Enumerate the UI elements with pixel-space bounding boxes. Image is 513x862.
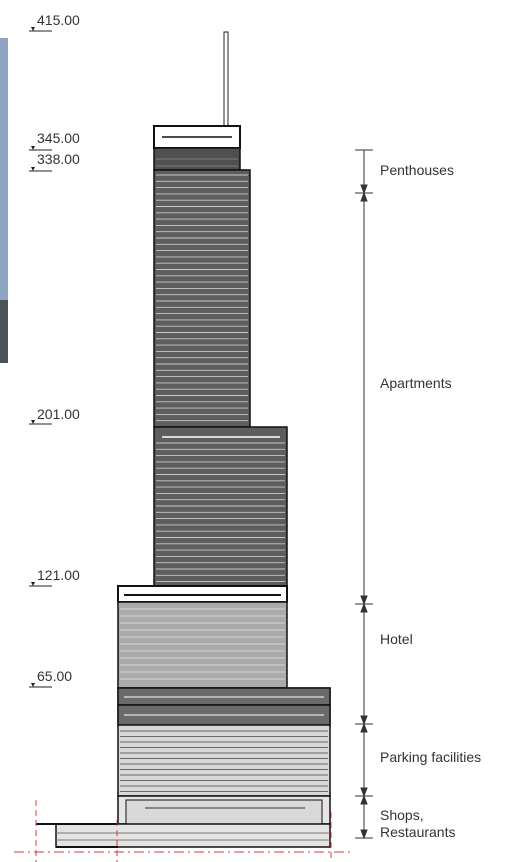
podium-base [55, 823, 331, 848]
elevation-markers: 415.00 345.00 338.00 201.00 121.00 65.00 [29, 12, 80, 688]
zone-labels: Penthouses Apartments Hotel Parking faci… [380, 162, 481, 840]
zone-label-shops: Shops, [380, 807, 424, 823]
elevation-label: 121.00 [37, 567, 80, 583]
ground-guides [14, 800, 350, 862]
penthouse-floor-lines [156, 158, 238, 167]
apartment-lower-floor-lines [156, 442, 285, 583]
zone-dimensions [355, 149, 373, 840]
shops-inner [125, 799, 323, 825]
elevation-label: 201.00 [37, 406, 80, 422]
tower-building [36, 31, 331, 848]
hotel-block [117, 601, 288, 689]
elevation-label: 415.00 [37, 12, 80, 28]
hotel-floor-lines [120, 608, 285, 680]
elevation-label: 345.00 [37, 130, 80, 146]
elevation-marker: 345.00 [29, 130, 80, 151]
elevation-marker: 121.00 [29, 567, 80, 587]
apartment-upper-block [153, 169, 251, 428]
parking-floor-lines [120, 730, 328, 792]
elevation-label: 65.00 [37, 668, 72, 684]
elevation-marker: 415.00 [29, 12, 80, 32]
elevation-marker: 65.00 [29, 668, 72, 688]
apartment-lower-block [153, 426, 288, 587]
photo-strip-ground [0, 300, 8, 363]
zone-label-parking: Parking facilities [380, 749, 481, 765]
photo-strip [0, 38, 8, 363]
zone-label-hotel: Hotel [380, 631, 413, 647]
zone-label-restaurants: Restaurants [380, 824, 455, 840]
zone-label-apartments: Apartments [380, 375, 452, 391]
apartment-upper-floor-lines [156, 174, 248, 422]
zone-label-penthouses: Penthouses [380, 162, 454, 178]
elevation-label: 338.00 [37, 151, 80, 167]
spire [223, 31, 229, 127]
elevation-marker: 338.00 [29, 151, 80, 172]
elevation-marker: 201.00 [29, 406, 80, 425]
